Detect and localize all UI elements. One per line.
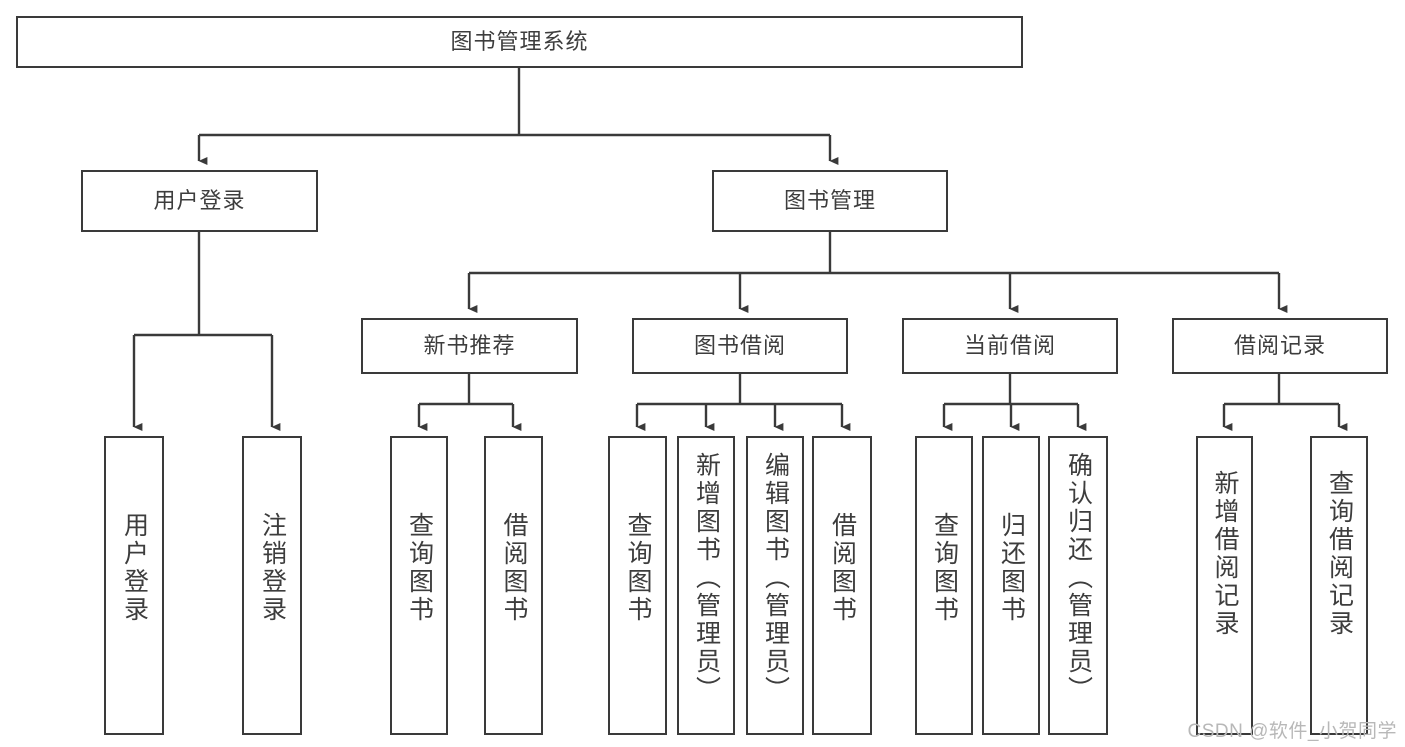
node-root[interactable]: 图书管理系统 bbox=[16, 16, 1023, 68]
node-leaf-confirm-return-admin[interactable]: 确认归还（管理员） bbox=[1048, 436, 1108, 735]
node-leaf-borrow-book[interactable]: 借阅图书 bbox=[812, 436, 872, 735]
node-leaf-query-book-current[interactable]: 查询图书 bbox=[915, 436, 973, 735]
node-borrow-record[interactable]: 借阅记录 bbox=[1172, 318, 1388, 374]
node-leaf-user-logout[interactable]: 注销登录 bbox=[242, 436, 302, 735]
csdn-watermark: CSDN @软件_小贺同学 bbox=[1187, 721, 1397, 742]
node-new-book-recommend-label: 新书推荐 bbox=[423, 333, 516, 359]
node-leaf-return-book[interactable]: 归还图书 bbox=[982, 436, 1040, 735]
node-root-label: 图书管理系统 bbox=[450, 29, 589, 55]
node-leaf-add-book-admin[interactable]: 新增图书（管理员） bbox=[677, 436, 735, 735]
node-leaf-edit-book-admin-label: 编辑图书（管理员） bbox=[761, 452, 790, 704]
node-new-book-recommend[interactable]: 新书推荐 bbox=[361, 318, 578, 374]
node-leaf-return-book-label: 归还图书 bbox=[997, 512, 1026, 624]
node-current-borrow[interactable]: 当前借阅 bbox=[902, 318, 1118, 374]
node-leaf-borrow-book-label: 借阅图书 bbox=[828, 512, 857, 624]
node-leaf-add-borrow-record[interactable]: 新增借阅记录 bbox=[1196, 436, 1253, 735]
node-leaf-query-book-borrow-label: 查询图书 bbox=[624, 512, 652, 624]
node-current-borrow-label: 当前借阅 bbox=[963, 333, 1056, 359]
node-book-borrow-label: 图书借阅 bbox=[693, 333, 786, 359]
node-leaf-query-borrow-record-label: 查询借阅记录 bbox=[1325, 470, 1354, 638]
node-leaf-borrow-book-recommend[interactable]: 借阅图书 bbox=[484, 436, 543, 735]
node-leaf-edit-book-admin[interactable]: 编辑图书（管理员） bbox=[746, 436, 804, 735]
node-leaf-query-book-current-label: 查询图书 bbox=[930, 512, 959, 624]
node-borrow-record-label: 借阅记录 bbox=[1233, 333, 1326, 359]
node-leaf-confirm-return-admin-label: 确认归还（管理员） bbox=[1064, 452, 1093, 704]
node-leaf-query-borrow-record[interactable]: 查询借阅记录 bbox=[1310, 436, 1368, 735]
node-leaf-query-book-recommend-label: 查询图书 bbox=[405, 512, 434, 624]
node-leaf-add-book-admin-label: 新增图书（管理员） bbox=[692, 452, 721, 704]
node-book-borrow[interactable]: 图书借阅 bbox=[632, 318, 848, 374]
node-leaf-query-book-borrow[interactable]: 查询图书 bbox=[608, 436, 667, 735]
node-leaf-query-book-recommend[interactable]: 查询图书 bbox=[390, 436, 448, 735]
node-leaf-borrow-book-recommend-label: 借阅图书 bbox=[500, 512, 528, 624]
node-user-login-label: 用户登录 bbox=[153, 188, 246, 214]
node-leaf-add-borrow-record-label: 新增借阅记录 bbox=[1211, 470, 1239, 638]
node-book-management-label: 图书管理 bbox=[783, 188, 876, 214]
node-book-management[interactable]: 图书管理 bbox=[712, 170, 948, 232]
node-leaf-user-login[interactable]: 用户登录 bbox=[104, 436, 164, 735]
node-leaf-user-logout-label: 注销登录 bbox=[258, 512, 287, 624]
node-leaf-user-login-label: 用户登录 bbox=[120, 512, 149, 624]
node-user-login[interactable]: 用户登录 bbox=[81, 170, 318, 232]
